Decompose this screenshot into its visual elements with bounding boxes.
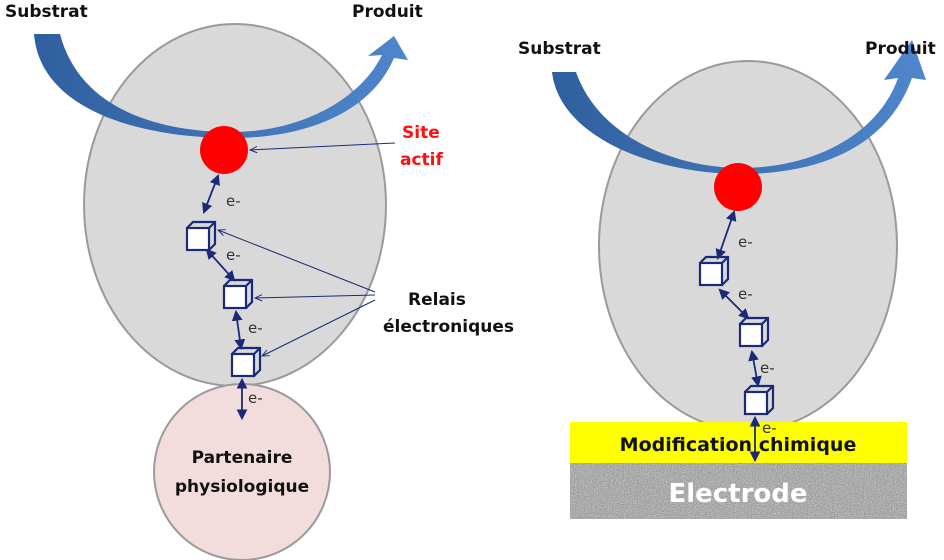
chemical-modification-layer [570, 422, 907, 464]
relays-label: électroniques [383, 317, 514, 337]
electron-label: e- [248, 389, 263, 407]
electron-label: e- [762, 419, 777, 437]
electron-transfer-arrow [202, 173, 220, 215]
partner-label: physiologique [175, 477, 309, 497]
active-site [200, 126, 248, 174]
electron-transfer-arrow [231, 309, 246, 351]
relay-cube [698, 255, 730, 287]
relay-pointer [255, 295, 376, 298]
electron-transfer-arrow [715, 209, 737, 261]
product-label: Produit [352, 2, 423, 22]
relay-cube [738, 316, 770, 348]
active-site-label: actif [400, 150, 444, 170]
electrode-texture [570, 463, 907, 519]
relay-cube [743, 384, 775, 416]
active-site-label: Site [402, 123, 440, 143]
relay-cube [185, 220, 217, 252]
electron-label: e- [760, 359, 775, 377]
right-panel: Substrat Produit Modification chimique E… [518, 39, 936, 519]
electron-label: e- [226, 246, 241, 264]
relay-cube [222, 278, 254, 310]
partner-label: Partenaire [192, 448, 293, 468]
electron-transfer-arrow [748, 349, 762, 388]
electrode-label: Electrode [668, 479, 807, 509]
active-site [714, 163, 762, 211]
relay-pointer [262, 299, 376, 356]
relay-pointer [218, 230, 376, 293]
electron-transfer-arrow [718, 288, 750, 320]
electron-label: e- [738, 233, 753, 251]
product-label: Produit [865, 39, 936, 59]
substrate-label: Substrat [518, 39, 601, 59]
relays-label: Relais [408, 290, 466, 310]
electron-transfer-arrow [205, 248, 236, 282]
electron-label: e- [248, 319, 263, 337]
modification-label: Modification chimique [620, 434, 857, 456]
relay-cube [230, 346, 262, 378]
electron-label: e- [738, 285, 753, 303]
substrate-label: Substrat [5, 2, 88, 22]
substrate-product-arrow [34, 34, 408, 138]
electron-label: e- [226, 192, 241, 210]
left-panel: Substrat Produit Site actif e- e- e- Rel… [5, 2, 514, 560]
active-site-pointer [250, 142, 396, 150]
